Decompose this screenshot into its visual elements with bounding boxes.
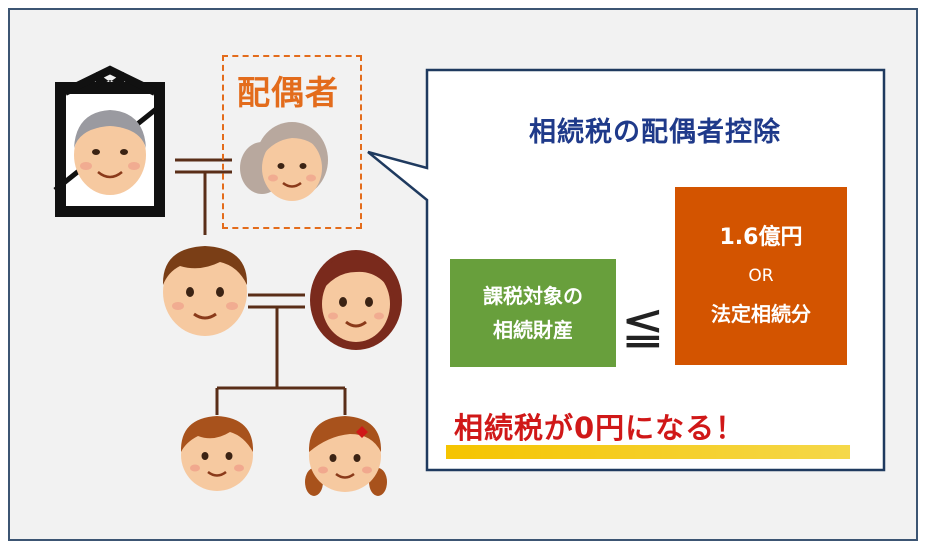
threshold-legal-share: 法定相続分 [711,302,811,326]
less-than-or-equal-symbol: ≦ [621,296,665,356]
spouse-highlight-box [222,55,362,229]
taxable-estate-line1: 課税対象の [483,284,583,308]
threshold-amount: 1.6億円 [719,225,803,250]
result-text: 相続税が0円になる！ [454,411,746,445]
grandmother-face-icon [240,122,328,201]
threshold-or: OR [748,266,774,286]
daughter-in-law-face-icon [310,250,402,350]
grandfather-face-icon [74,110,146,195]
deduction-panel [367,68,886,472]
panel-title: 相続税の配偶者控除 [529,117,781,148]
grandson-face-icon [180,416,254,491]
result-highlight [446,445,850,459]
family-tree-lines [175,158,347,415]
taxable-estate-line2: 相続財産 [493,318,573,342]
spouse-label: 配偶者 [237,73,339,112]
taxable-estate-box: 課税対象の 相続財産 [450,259,616,367]
son-face-icon [162,246,248,336]
threshold-box: 1.6億円 OR 法定相続分 [675,187,847,365]
granddaughter-face-icon [305,416,387,496]
